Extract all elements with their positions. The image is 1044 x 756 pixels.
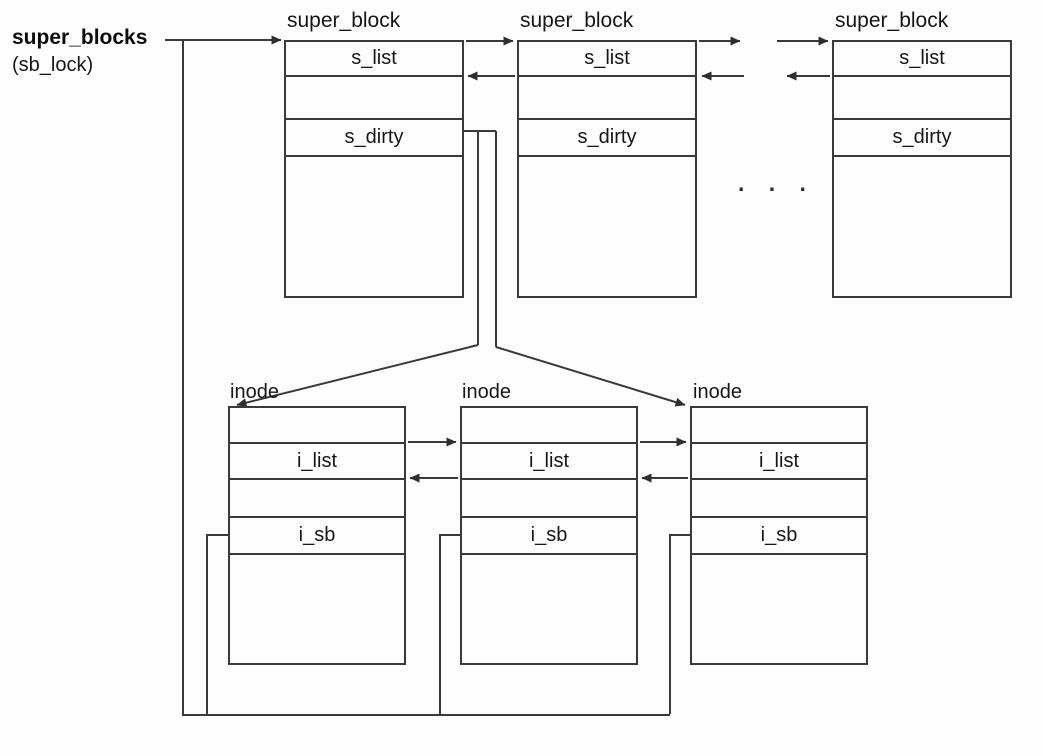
field-i-list: i_list: [758, 450, 799, 472]
row-divider: [462, 516, 636, 518]
field-s-list: s_list: [584, 47, 630, 69]
row-divider: [286, 155, 462, 157]
isb-hook-2: [439, 534, 461, 714]
sb-lock-label: (sb_lock): [12, 54, 94, 76]
inode-box-1: i_list i_sb: [228, 406, 406, 665]
row-divider: [692, 516, 866, 518]
row-divider: [230, 516, 404, 518]
row-divider: [692, 442, 866, 444]
row-divider: [462, 478, 636, 480]
row-divider: [692, 553, 866, 555]
field-i-sb: i_sb: [530, 524, 568, 546]
row-divider: [286, 75, 462, 77]
isb-hook-3: [669, 534, 691, 714]
row-divider: [834, 155, 1010, 157]
row-divider: [462, 442, 636, 444]
field-i-list: i_list: [296, 450, 337, 472]
row-divider: [230, 442, 404, 444]
field-s-dirty: s_dirty: [344, 126, 404, 148]
field-s-dirty: s_dirty: [892, 126, 952, 148]
super-block-box-2: s_list s_dirty: [517, 40, 697, 298]
inode-title-1: inode: [230, 381, 279, 403]
field-s-list: s_list: [899, 47, 945, 69]
super-block-title-3: super_block: [835, 9, 949, 32]
super-blocks-label: super_blocks: [12, 26, 148, 49]
field-s-list: s_list: [351, 47, 397, 69]
inode-title-3: inode: [693, 381, 742, 403]
row-divider: [230, 478, 404, 480]
sdirty-arrow-last-inode: [495, 346, 686, 407]
field-s-dirty: s_dirty: [577, 126, 637, 148]
inode-title-2: inode: [462, 381, 511, 403]
row-divider: [834, 118, 1010, 120]
row-divider: [286, 118, 462, 120]
super-block-title-2: super_block: [520, 9, 634, 32]
inode-box-3: i_list i_sb: [690, 406, 868, 665]
row-divider: [230, 553, 404, 555]
super-block-box-3: s_list s_dirty: [832, 40, 1012, 298]
row-divider: [519, 118, 695, 120]
super-block-title-1: super_block: [287, 9, 401, 32]
field-i-list: i_list: [528, 450, 569, 472]
isb-hook-1: [206, 534, 229, 714]
row-divider: [519, 155, 695, 157]
row-divider: [692, 478, 866, 480]
row-divider: [519, 75, 695, 77]
row-divider: [834, 75, 1010, 77]
row-divider: [462, 553, 636, 555]
inode-box-2: i_list i_sb: [460, 406, 638, 665]
ellipsis: . . .: [738, 170, 815, 196]
field-i-sb: i_sb: [298, 524, 336, 546]
field-i-sb: i_sb: [760, 524, 798, 546]
super-block-box-1: s_list s_dirty: [284, 40, 464, 298]
